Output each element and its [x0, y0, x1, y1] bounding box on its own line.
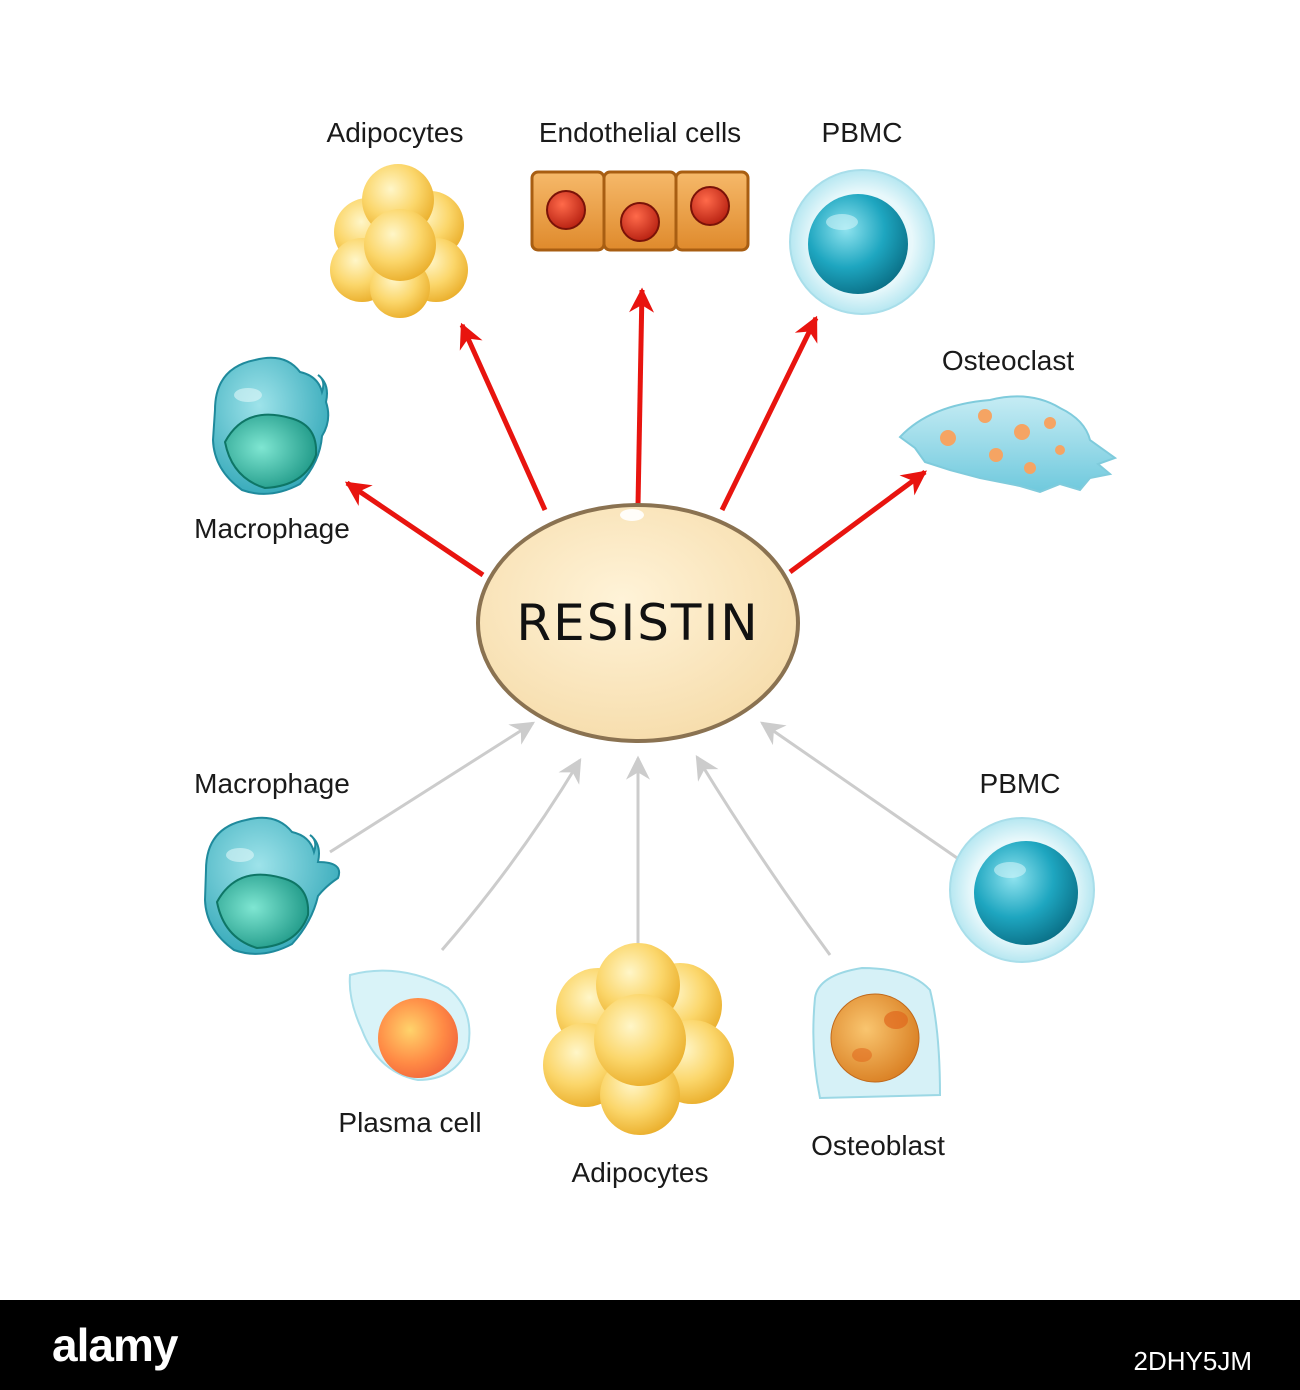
macrophage-target-icon: [211, 356, 330, 495]
resistin-node: RESISTIN: [476, 503, 800, 743]
source-arrows: [329, 721, 961, 965]
adipocytes-target-label: Adipocytes: [327, 117, 464, 148]
footer-image-id: 2DHY5JM: [1133, 1346, 1252, 1376]
macrophage-target-label: Macrophage: [194, 513, 350, 544]
pbmc-target-label: PBMC: [822, 117, 903, 148]
arrow-from-osteoblast: [695, 754, 832, 956]
osteoclast-label: Osteoclast: [942, 345, 1074, 376]
footer-bar: alamy 2DHY5JM: [0, 1300, 1300, 1390]
osteoclast-icon: [898, 395, 1118, 494]
arrow-to-osteoclast: [788, 469, 928, 575]
resistin-label: RESISTIN: [516, 594, 759, 652]
endothelial-cells-icon: [530, 170, 750, 252]
arrow-to-pbmc: [719, 315, 819, 512]
macrophage-source-icon: [203, 816, 340, 955]
footer-logo: alamy: [52, 1319, 178, 1371]
arrow-from-macrophage: [329, 721, 536, 854]
osteoblast-label: Osteoblast: [811, 1130, 945, 1161]
plasma-cell-label: Plasma cell: [338, 1107, 481, 1138]
pbmc-source-label: PBMC: [980, 768, 1061, 799]
target-arrows: [344, 287, 928, 578]
macrophage-source-label: Macrophage: [194, 768, 350, 799]
adipocytes-source-label: Adipocytes: [572, 1157, 709, 1188]
plasma-cell-icon: [348, 969, 471, 1082]
pbmc-target-icon: [789, 169, 935, 315]
resistin-diagram: RESISTIN Adipocytes Endothelial cells PB…: [194, 117, 1118, 1188]
arrow-to-endothelial-cells: [629, 287, 655, 506]
osteoblast-icon: [812, 966, 942, 1100]
adipocytes-target-icon: [330, 164, 468, 318]
endothelial-cells-label: Endothelial cells: [539, 117, 741, 148]
arrow-to-adipocytes: [459, 322, 548, 512]
arrow-to-macrophage-top: [344, 480, 485, 578]
arrow-from-pbmc: [760, 721, 961, 862]
arrow-from-plasma-cell: [440, 757, 582, 951]
pbmc-source-icon: [949, 817, 1095, 963]
adipocytes-source-icon: [543, 943, 734, 1135]
